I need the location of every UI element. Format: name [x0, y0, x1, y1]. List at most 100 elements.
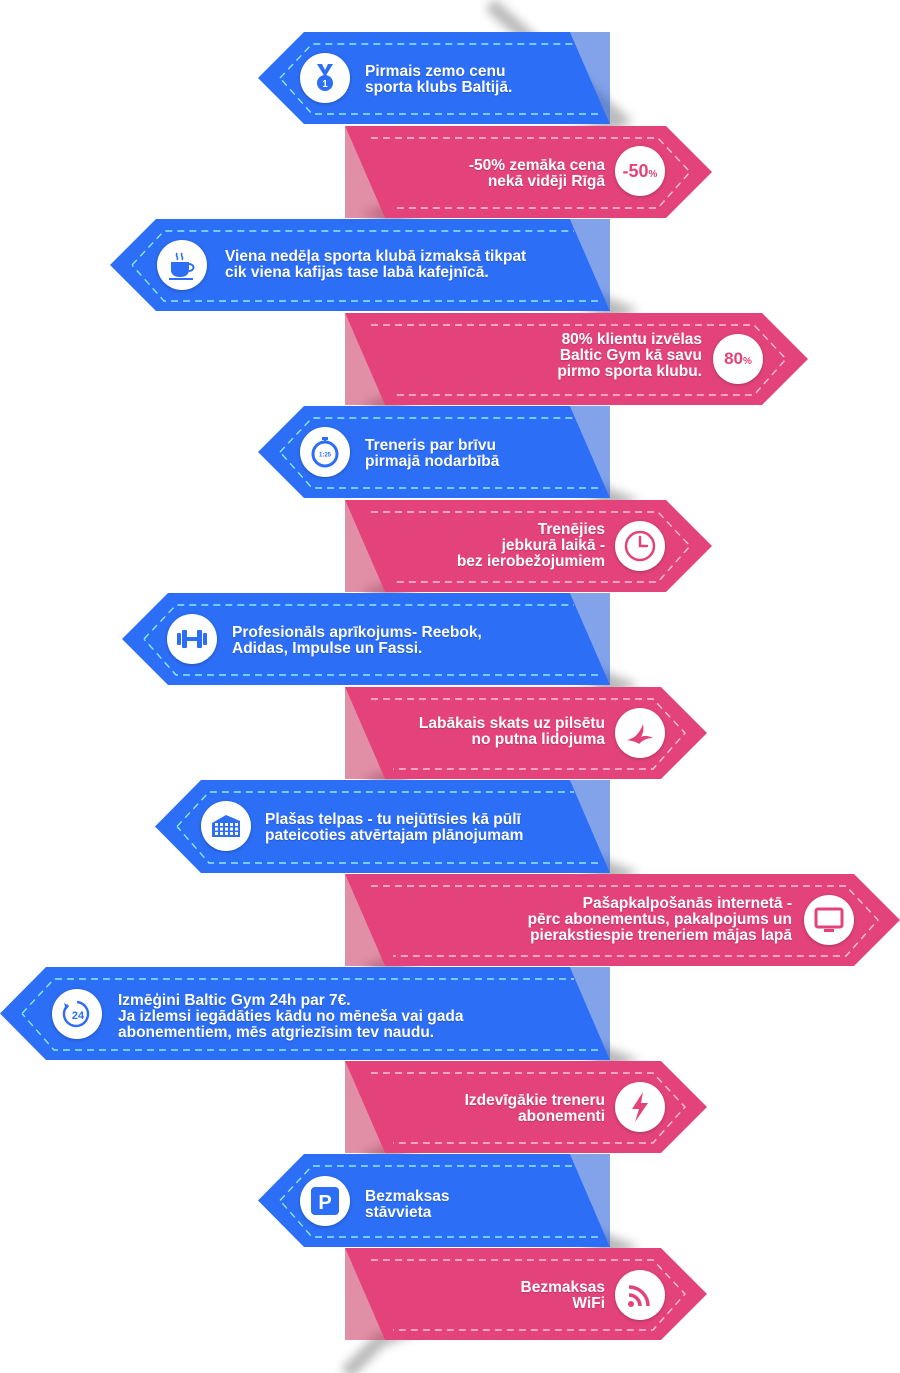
ribbon-fold: [570, 593, 610, 685]
ribbon-stitching: [279, 417, 598, 489]
lightning-icon: [615, 1082, 665, 1132]
feature-line: Izdevīgākie treneru: [464, 1092, 605, 1109]
ribbon-body: [345, 500, 712, 592]
blue-ribbon-13: [258, 1154, 610, 1247]
percent-value: -50: [622, 160, 649, 181]
ribbon-stitching: [371, 1072, 686, 1144]
parking-icon: P: [300, 1176, 350, 1226]
ribbon-body: [345, 126, 712, 218]
feature-line: Pirmais zemo cenu: [365, 63, 506, 80]
ribbon-fold: [570, 32, 610, 124]
ribbon-body: [345, 313, 808, 405]
ribbon-stitching: [371, 698, 686, 770]
feature-label-11: Izmēģini Baltic Gym 24h par 7€.Ja izlems…: [118, 993, 463, 1041]
feature-line: Plašas telpas - tu nejūtīsies kā pūlī: [265, 811, 521, 828]
feature-line: Izmēģini Baltic Gym 24h par 7€.: [118, 992, 351, 1009]
ribbon-stitching: [131, 230, 598, 302]
feature-line: Baltic Gym kā savu: [559, 347, 702, 364]
ribbon-stitching: [176, 791, 598, 864]
feature-line: pateicoties atvērtajam plānojumam: [265, 827, 524, 844]
feature-line: Ja izlemsi iegādāties kādu no mēneša vai…: [118, 1008, 464, 1025]
feature-line: WiFi: [572, 1295, 605, 1312]
coffee-cup-icon: [157, 240, 207, 290]
feature-line: nekā vidēji Rīgā: [487, 173, 605, 190]
ribbon-fold: [345, 500, 385, 592]
pink-ribbon-14: [345, 1248, 707, 1340]
ribbon-stitching: [371, 137, 691, 209]
feature-line: pērc abonementus, pakalpojums un: [527, 911, 792, 928]
ribbon-stitching: [143, 604, 598, 676]
blue-ribbon-7: [122, 593, 610, 685]
feature-line: Bezmaksas: [520, 1279, 605, 1296]
ribbon-body: [345, 1061, 707, 1153]
feature-line: abonementi: [518, 1108, 605, 1125]
feature-line: Bezmaksas: [365, 1188, 450, 1205]
ribbon-body: [258, 32, 610, 124]
svg-text:1:25: 1:25: [319, 453, 332, 459]
ribbon-body: [0, 967, 610, 1060]
feature-line: stāvvieta: [365, 1204, 432, 1221]
blue-ribbon-11: [0, 967, 610, 1060]
percent-value: 80: [724, 349, 743, 368]
feature-line: no putna lidojuma: [471, 731, 605, 748]
feature-line: Trenējies: [537, 521, 605, 538]
ribbon-fold: [570, 780, 610, 873]
ribbon-body: [345, 687, 707, 779]
svg-text:P: P: [318, 1192, 331, 1214]
clock-icon: [615, 521, 665, 571]
feature-line: Viena nedēļa sporta klubā izmaksā tikpat: [225, 248, 527, 265]
pink-ribbon-8: [345, 687, 707, 779]
monitor-icon: [804, 895, 854, 945]
feature-label-7: Profesionāls aprīkojums- Reebok,Adidas, …: [232, 625, 482, 657]
feature-line: abonementiem, mēs atgriezīsim tev naudu.: [118, 1024, 435, 1041]
feature-line: Labākais skats uz pilsētu: [418, 715, 605, 732]
ribbon-fold: [570, 406, 610, 498]
stopwatch-icon: 1:25: [300, 427, 350, 477]
ribbon-fold: [345, 126, 385, 218]
pink-ribbon-2: [345, 126, 712, 218]
ribbon-fold: [570, 219, 610, 311]
80-percent-icon: 80%: [713, 334, 763, 384]
pink-ribbon-10: [345, 874, 900, 966]
ribbon-body: [110, 219, 610, 311]
ribbon-body: [258, 406, 610, 498]
feature-line: pierakstiespie treneriem mājas lapā: [530, 927, 792, 944]
building-icon: [201, 801, 251, 851]
pink-ribbon-6: [345, 500, 712, 592]
ribbon-fold: [345, 874, 385, 966]
ribbon-body: [258, 1154, 610, 1247]
wifi-icon: [615, 1270, 665, 1320]
feature-line: pirmo sporta klubu.: [557, 363, 702, 380]
dumbbell-icon: [167, 614, 217, 664]
feature-label-3: Viena nedēļa sporta klubā izmaksā tikpat…: [225, 249, 526, 281]
medal-icon: 1: [300, 53, 350, 103]
feature-line: bez ierobežojumiem: [456, 553, 605, 570]
feature-line: 80% klientu izvēlas: [561, 331, 702, 348]
svg-text:24: 24: [72, 1010, 85, 1022]
minus-50-percent-icon: -50%: [615, 146, 665, 196]
24h-icon: 24: [52, 989, 102, 1039]
feature-line: Adidas, Impulse un Fassi.: [232, 640, 423, 657]
ribbon-stitching: [371, 511, 691, 583]
feature-label-10: Pašapkalpošanās internetā -pērc abonemen…: [528, 896, 792, 944]
ribbon-body: [345, 1248, 707, 1340]
ribbon-stitching: [371, 885, 879, 957]
pink-ribbon-4: [345, 313, 808, 405]
bird-icon: [615, 708, 665, 758]
feature-line: pirmajā nodarbībā: [365, 453, 500, 470]
feature-line: Profesionāls aprīkojums- Reebok,: [232, 624, 482, 641]
feature-line: Treneris par brīvu: [365, 437, 496, 454]
blue-ribbon-1: [258, 32, 610, 124]
ribbon-fold: [345, 1061, 385, 1153]
ribbon-fold: [570, 1154, 610, 1247]
blue-ribbon-9: [155, 780, 610, 873]
feature-line: cik viena kafijas tase labā kafejnīcā.: [225, 264, 489, 281]
